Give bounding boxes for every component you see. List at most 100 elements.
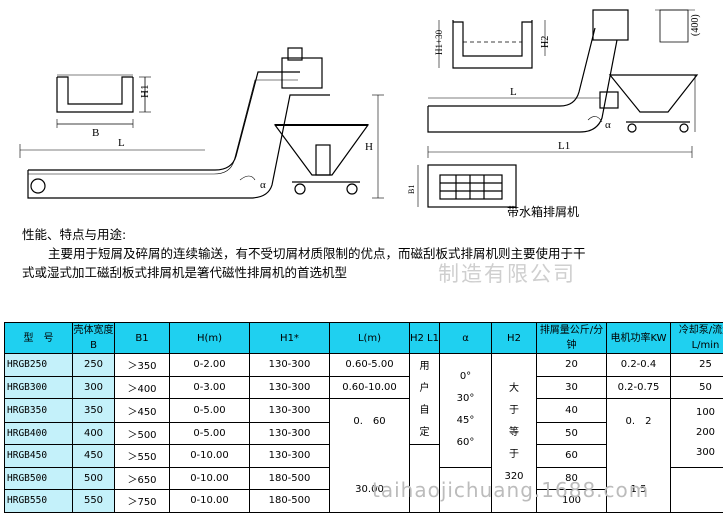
- cell-h2-l1-blank: [409, 444, 440, 513]
- cell-h: 0-5.00: [169, 398, 250, 423]
- cell-h1: 130-300: [249, 353, 330, 377]
- table-row: HRGB300 300 ＞400 0-3.00 130-300 0.60-10.…: [4, 375, 723, 399]
- cell-width: 350: [72, 398, 115, 423]
- cell-output: 20: [536, 353, 607, 377]
- header-h2: H2: [491, 322, 537, 354]
- table-row: HRGB400 400 ＞500 0-5.00 130-300 50: [4, 421, 723, 445]
- left-conveyor: [19, 47, 384, 199]
- description-heading: 性能、特点与用途:: [22, 227, 127, 242]
- cell-b1: ＞500: [114, 421, 170, 445]
- cell-width: 400: [72, 421, 115, 445]
- cell-h: 0-3.00: [169, 375, 250, 399]
- cell-width: 500: [72, 466, 115, 490]
- cell-h1: 130-300: [249, 444, 330, 468]
- cell-l: 0.60-5.00: [329, 353, 410, 377]
- table-row: HRGB350 350 ＞450 0-5.00 130-300 0. 60 30…: [4, 398, 723, 513]
- header-width: 壳体宽度B: [72, 322, 115, 354]
- right-cross-section: [438, 20, 546, 69]
- label-alpha-right: α: [605, 119, 611, 131]
- description-para2: 式或湿式加工磁刮板式排屑机是箸代磁性排屑机的首选机型: [22, 265, 348, 280]
- header-power: 电机功率KW: [606, 322, 671, 354]
- table-header-row: 型 号 壳体宽度B B1 H(m) H1* L(m) H2 L1 α H2 排屑…: [4, 322, 723, 354]
- cell-l: 0.60-10.00: [329, 375, 410, 399]
- cell-h1: 130-300: [249, 375, 330, 399]
- description-para1: 主要用于短屑及碎屑的连续输送，有不受切屑材质限制的优点，而磁刮板式排屑机则主要使…: [48, 246, 586, 261]
- cell-width: 250: [72, 353, 115, 377]
- cell-width: 450: [72, 444, 115, 468]
- right-conveyor: [427, 9, 699, 158]
- header-model: 型 号: [4, 322, 73, 354]
- cell-flow-merged: 100 200 300: [670, 398, 723, 468]
- spec-table: 型 号 壳体宽度B B1 H(m) H1* L(m) H2 L1 α H2 排屑…: [4, 322, 723, 513]
- cell-h2-merged: 大 于 等 于 320: [491, 353, 537, 513]
- cell-h1: 130-300: [249, 398, 330, 423]
- left-cross-section: [56, 74, 151, 128]
- conveyor-diagram: H1 B L H α H1+30 H2 (400) L L1 B1 α: [19, 9, 701, 208]
- company-watermark: 制造有限公司: [438, 262, 576, 286]
- cell-b1: ＞650: [114, 466, 170, 490]
- cell-power-merged: 0. 2 1.5: [606, 398, 671, 513]
- cell-h: 0-10.00: [169, 444, 250, 468]
- cell-b1: ＞550: [114, 444, 170, 468]
- plan-view: [417, 164, 517, 208]
- header-l: L(m): [329, 322, 410, 354]
- cell-flow: 50: [670, 375, 723, 399]
- cell-power: 0.2-0.75: [606, 375, 671, 399]
- header-h2-l1: H2 L1: [409, 322, 440, 354]
- cell-h: 0-2.00: [169, 353, 250, 377]
- label-h1-30: H1+30: [434, 29, 444, 55]
- cell-model: HRGB300: [4, 375, 73, 399]
- label-l1-right: L1: [558, 140, 570, 152]
- cell-b1: ＞400: [114, 375, 170, 399]
- cell-model: HRGB250: [4, 353, 73, 377]
- header-output: 排屑量公斤/分钟: [536, 322, 607, 354]
- label-l-right: L: [510, 86, 517, 98]
- cell-b1: ＞450: [114, 398, 170, 423]
- cell-output: 30: [536, 375, 607, 399]
- table-row: HRGB550 550 ＞750 0-10.00 180-500 100: [4, 489, 723, 513]
- cell-model: HRGB500: [4, 466, 73, 490]
- header-alpha: α: [439, 322, 492, 354]
- cell-h: 0-5.00: [169, 421, 250, 445]
- cell-h: 0-10.00: [169, 489, 250, 513]
- label-l-left: L: [118, 137, 125, 149]
- cell-b1: ＞750: [114, 489, 170, 513]
- header-pump: 冷却泵/流量L/min: [670, 322, 723, 354]
- header-h: H(m): [169, 322, 250, 354]
- description: 性能、特点与用途: 主要用于短屑及碎屑的连续输送，有不受切屑材质限制的优点，而磁…: [22, 225, 712, 282]
- cell-power: 0.2-0.4: [606, 353, 671, 377]
- cell-model: HRGB400: [4, 421, 73, 445]
- cell-flow-blank: [670, 466, 723, 513]
- label-alpha-left: α: [260, 179, 266, 191]
- cell-h1: 180-500: [249, 466, 330, 490]
- cell-model: HRGB450: [4, 444, 73, 468]
- label-h1-left: H1: [139, 85, 151, 98]
- header-b1: B1: [114, 322, 170, 354]
- flow-200: 200: [695, 426, 716, 438]
- cell-h1: 180-500: [249, 489, 330, 513]
- cell-alpha-merged: 0° 30° 45° 60°: [439, 353, 492, 468]
- label-dim-400: (400): [690, 14, 701, 36]
- cell-model: HRGB550: [4, 489, 73, 513]
- cell-width: 550: [72, 489, 115, 513]
- cell-h: 0-10.00: [169, 466, 250, 490]
- cell-output: 60: [536, 444, 607, 468]
- site-watermark: taihaojichuang.1688.com: [372, 478, 650, 502]
- table-row: HRGB250 250 ＞350 0-2.00 130-300 0.60-5.0…: [4, 353, 723, 513]
- table-row: HRGB450 450 ＞550 0-10.00 130-300 60: [4, 444, 723, 513]
- label-b-left: B: [92, 127, 99, 139]
- cell-h1: 130-300: [249, 421, 330, 445]
- cell-output: 50: [536, 421, 607, 445]
- cell-flow: 25: [670, 353, 723, 377]
- label-h-left: H: [365, 141, 373, 153]
- cell-output: 100: [536, 489, 607, 513]
- cell-alpha-blank: [439, 466, 492, 513]
- flow-300: 300: [695, 446, 716, 458]
- label-h2: H2: [540, 36, 551, 48]
- cell-b1: ＞350: [114, 353, 170, 377]
- cell-model: HRGB350: [4, 398, 73, 423]
- cell-output: 40: [536, 398, 607, 423]
- flow-100: 100: [695, 406, 716, 418]
- water-tank-caption: 带水箱排屑机: [507, 205, 580, 219]
- cell-h2-l1-merged: 用 户 自 定: [409, 353, 440, 445]
